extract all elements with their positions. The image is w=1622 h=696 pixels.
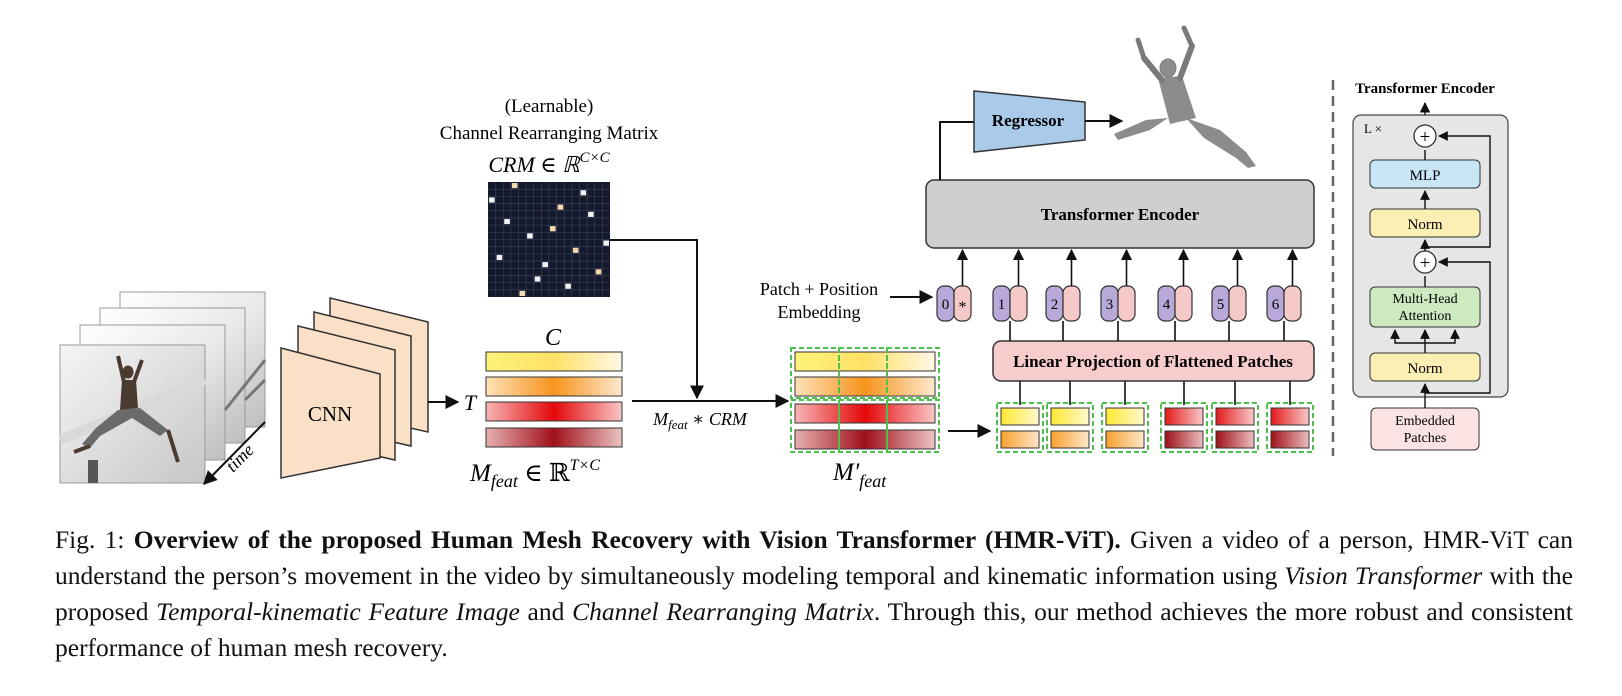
token-index-label: 0: [942, 297, 950, 313]
crm-cell: [572, 247, 579, 253]
mfeat-label: M: [469, 460, 492, 487]
embedded-line2: Patches: [1404, 431, 1447, 446]
caption-italic-1: Vision Transformer: [1284, 561, 1483, 590]
operation-sub: feat: [668, 417, 688, 432]
feature-matrix: C Mfeat ∈ ℝT×C: [469, 325, 623, 491]
crm-cell: [496, 254, 503, 261]
mfeat-sup: T×C: [570, 457, 601, 474]
token-index-label: 1: [998, 297, 1006, 313]
crm-cell: [511, 183, 518, 189]
embedded-line1: Embedded: [1395, 414, 1455, 429]
video-frames: time: [58, 291, 267, 485]
crm-subtitle: Channel Rearranging Matrix: [440, 123, 659, 144]
operation-m: M: [652, 409, 669, 429]
crm-cell: [489, 197, 495, 203]
crm-title: (Learnable): [505, 96, 594, 117]
mfeat-prime-sub: feat: [859, 471, 887, 491]
crm-cell: [504, 218, 510, 225]
linear-projection-box: [992, 340, 1315, 382]
mfeat-prime-label: M′: [832, 459, 860, 486]
caption-text-3: and: [519, 597, 573, 626]
norm-label-top: Norm: [1408, 217, 1443, 233]
token-embedding: [1062, 285, 1081, 322]
regressor-label: Regressor: [992, 111, 1065, 130]
token-index-label: 5: [1217, 297, 1225, 313]
crm-cell: [557, 204, 564, 210]
mfeat-set: ∈ ℝ: [518, 460, 570, 487]
time-label: time: [222, 440, 258, 476]
patch-embedding-line1: Patch + Position: [760, 279, 878, 299]
crm-cell: [580, 190, 587, 196]
flattened-patches: [996, 381, 1314, 453]
token-embedding: [1117, 285, 1136, 322]
method-diagram: time CNN T C Mfeat ∈ ℝT×C (Learnable) Ch…: [58, 25, 1509, 491]
encoder-detail-title: Transformer Encoder: [1355, 81, 1495, 97]
svg-text:Mfeat ∈ ℝT×C: Mfeat ∈ ℝT×C: [469, 457, 600, 491]
class-token-symbol: *: [959, 299, 967, 316]
token-embedding: [1174, 285, 1193, 322]
cnn-label: CNN: [308, 402, 352, 426]
plus-symbol-top: +: [1420, 127, 1431, 148]
transformer-encoder-label: Transformer Encoder: [1041, 205, 1200, 224]
crm-cell: [588, 211, 594, 217]
token-index-label: 3: [1106, 297, 1114, 313]
patch-embedding-line2: Embedding: [778, 302, 861, 322]
token-index-label: 4: [1163, 297, 1171, 313]
caption-italic-2: Temporal-kinematic Feature Image: [156, 597, 520, 626]
linear-projection-label: Linear Projection of Flattened Patches: [1013, 352, 1293, 371]
residual-add-top: [1413, 124, 1437, 148]
svg-text:M′feat: M′feat: [832, 459, 887, 491]
time-axis-arrow: [203, 421, 266, 485]
c-label: C: [545, 325, 562, 351]
transformer-encoder-box: [925, 179, 1315, 249]
crm-cell: [603, 240, 609, 246]
crm-cell: [527, 233, 533, 239]
norm-label-bottom: Norm: [1408, 361, 1443, 377]
crm-cell: [519, 290, 526, 296]
crm-cell: [565, 283, 571, 289]
person-silhouette: [73, 355, 180, 463]
crm-cell: [534, 276, 541, 282]
mha-line1: Multi-Head: [1392, 292, 1457, 307]
mha-line2: Attention: [1399, 309, 1452, 324]
human-mesh-output: [1114, 25, 1256, 168]
crm-grid-cells: [488, 182, 610, 297]
operation-rest: ∗ CRM: [688, 409, 748, 429]
crm-cell: [542, 262, 548, 268]
token-embedding: [1283, 285, 1302, 322]
rearranged-feature-matrix: M′feat: [790, 347, 940, 491]
caption-text-2: with the proposed: [55, 561, 1573, 626]
crm-cell: [550, 226, 556, 232]
channel-rearranging-matrix: (Learnable) Channel Rearranging Matrix C…: [440, 96, 659, 297]
mlp-label: MLP: [1410, 168, 1441, 184]
token-embedding: [1228, 285, 1247, 322]
crm-symbol: CRM ∈ ℝ: [488, 152, 581, 177]
caption-italic-3: Channel Rearranging Matrix: [572, 597, 874, 626]
mfeat-sub: feat: [491, 471, 519, 491]
t-label: T: [464, 390, 478, 415]
token-index-label: 6: [1272, 297, 1280, 313]
cnn-block: CNN: [280, 297, 429, 479]
encoder-detail: Transformer Encoder L × + MLP Norm + Mul…: [1352, 81, 1509, 451]
caption-text-1: Given a video of a person, HMR-ViT can u…: [55, 525, 1573, 590]
svg-text:CRM ∈ ℝC×C: CRM ∈ ℝC×C: [488, 150, 610, 177]
regressor-block: [973, 90, 1086, 153]
repeat-label: L ×: [1364, 121, 1382, 136]
svg-text:Mfeat ∗ CRM: Mfeat ∗ CRM: [652, 409, 748, 432]
plus-symbol-bottom: +: [1420, 253, 1431, 274]
caption-text-4: . Through this, our method achieves the …: [55, 597, 1573, 662]
caption-bold-title: Overview of the proposed Human Mesh Reco…: [133, 525, 1121, 554]
token-index-label: 2: [1051, 297, 1059, 313]
figure-caption: Fig. 1: Overview of the proposed Human M…: [55, 522, 1573, 666]
caption-fig-label: Fig. 1:: [55, 525, 134, 554]
token-embedding: [1009, 285, 1028, 322]
embedding-tokens: 0 * 1 2 3 4 5 6: [936, 248, 1302, 341]
crm-symbol-sup: C×C: [580, 150, 611, 166]
crm-cell: [595, 269, 602, 275]
